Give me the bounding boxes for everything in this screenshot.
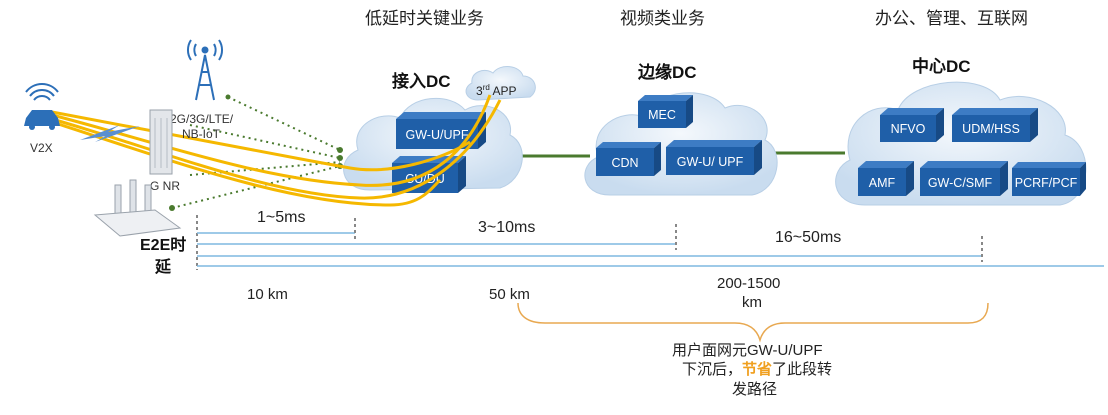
distance-50km: 50 km xyxy=(489,286,530,303)
svg-text:GW-C/SMF: GW-C/SMF xyxy=(928,176,993,190)
note-line2: 下沉后，节省了此段转 xyxy=(682,360,832,378)
edge-dc-label: 边缘DC xyxy=(637,62,697,82)
router-icon xyxy=(93,179,182,237)
note-line1: 用户面网元GW-U/UPF xyxy=(672,342,823,359)
box-udm-hss: UDM/HSS xyxy=(952,108,1038,142)
v2x-label: V2X xyxy=(30,141,53,155)
box-amf: AMF xyxy=(858,161,914,196)
svg-text:MEC: MEC xyxy=(648,108,676,122)
gnr-label: G NR xyxy=(150,179,180,193)
tower-label-line2: NB-IoT xyxy=(182,127,221,141)
svg-text:CDN: CDN xyxy=(611,156,638,170)
latency-2: 3~10ms xyxy=(478,219,535,236)
e2e-label-line1: E2E时 xyxy=(140,236,186,254)
svg-text:UDM/HSS: UDM/HSS xyxy=(962,122,1020,136)
svg-text:NFVO: NFVO xyxy=(891,122,926,136)
box-nfvo: NFVO xyxy=(880,108,944,142)
box-cdn: CDN xyxy=(596,142,661,176)
svg-text:AMF: AMF xyxy=(869,176,896,190)
latency-rulers xyxy=(196,215,1104,270)
box-mec: MEC xyxy=(638,95,693,128)
base-station-icon xyxy=(149,109,173,175)
box-gw-u-upf-edge: GW-U/ UPF xyxy=(666,140,762,175)
note-line3: 发路径 xyxy=(732,381,777,398)
lightning-icon xyxy=(80,125,140,142)
category-low-latency: 低延时关键业务 xyxy=(365,9,484,28)
category-video: 视频类业务 xyxy=(620,9,705,28)
radio-tower-icon xyxy=(186,39,224,101)
distance-km: km xyxy=(742,294,762,311)
box-gw-u-upf-access: GW-U/UPF xyxy=(396,112,486,149)
third-app-cloud xyxy=(465,66,536,101)
car-icon xyxy=(24,83,60,130)
latency-3: 16~50ms xyxy=(775,229,841,246)
traffic-paths xyxy=(51,94,502,207)
tower-label-line1: 2G/3G/LTE/ xyxy=(170,112,234,126)
box-gw-c-smf: GW-C/SMF xyxy=(920,161,1008,196)
access-dc-label: 接入DC xyxy=(392,71,451,91)
category-office: 办公、管理、互联网 xyxy=(875,9,1028,28)
savings-brace xyxy=(517,302,989,343)
distance-200-1500: 200-1500 xyxy=(717,275,780,292)
e2e-label-line2: 延 xyxy=(154,257,172,276)
third-app-label: 3rd APP xyxy=(476,83,517,98)
distance-10km: 10 km xyxy=(247,286,288,303)
svg-text:GW-U/ UPF: GW-U/ UPF xyxy=(677,155,744,169)
svg-text:GW-U/UPF: GW-U/UPF xyxy=(406,128,469,142)
latency-1: 1~5ms xyxy=(257,209,305,226)
box-pcrf-pcf: PCRF/PCF xyxy=(1012,162,1086,196)
svg-text:PCRF/PCF: PCRF/PCF xyxy=(1015,176,1078,190)
center-dc-label: 中心DC xyxy=(912,56,971,76)
